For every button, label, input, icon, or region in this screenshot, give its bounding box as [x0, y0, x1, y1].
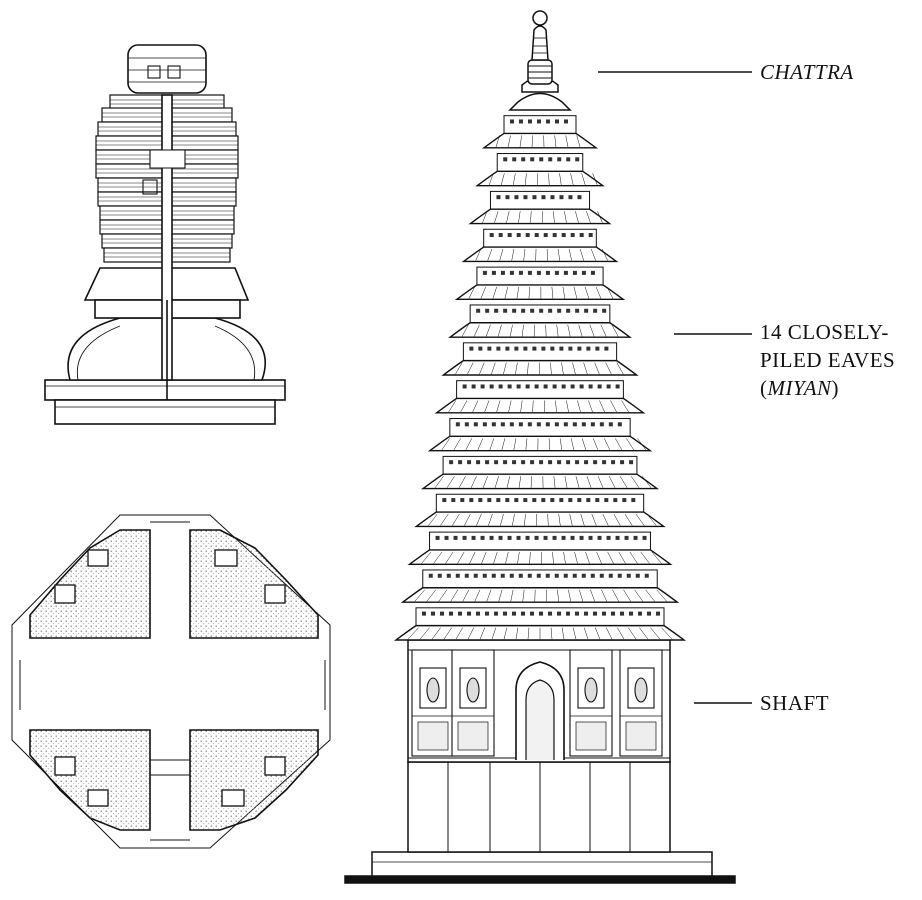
- eaves-line-1: 14 CLOSELY-: [760, 320, 889, 344]
- miyan-term: MIYAN: [767, 376, 832, 400]
- eave: [407, 531, 673, 565]
- eave: [448, 304, 632, 338]
- eaves-line-2: PILED EAVES: [760, 348, 896, 372]
- eave: [461, 228, 619, 263]
- eaves-line-3: (MIYAN): [760, 374, 895, 402]
- eave: [427, 418, 653, 452]
- eave: [468, 190, 612, 225]
- section-drawing: [44, 44, 286, 425]
- eave: [481, 115, 599, 149]
- eave: [454, 266, 626, 300]
- pagoda-elevation: [344, 10, 736, 884]
- eaves-close-paren: ): [831, 376, 840, 400]
- eaves-open-paren: (: [760, 376, 768, 400]
- chattra-label: CHATTRA: [760, 58, 854, 86]
- eave: [400, 569, 680, 603]
- plan-drawing: [11, 514, 331, 849]
- eave: [475, 153, 605, 187]
- eave: [414, 493, 666, 528]
- eaves-label: 14 CLOSELY- PILED EAVES (MIYAN): [760, 318, 895, 402]
- shaft-label: SHAFT: [760, 689, 829, 717]
- eave: [420, 455, 660, 490]
- eave: [441, 342, 639, 376]
- shaft-text: SHAFT: [760, 691, 830, 715]
- leader-lines: [598, 71, 752, 704]
- chattra-text: CHATTRA: [760, 60, 854, 84]
- eave: [434, 380, 646, 414]
- eave: [393, 607, 687, 641]
